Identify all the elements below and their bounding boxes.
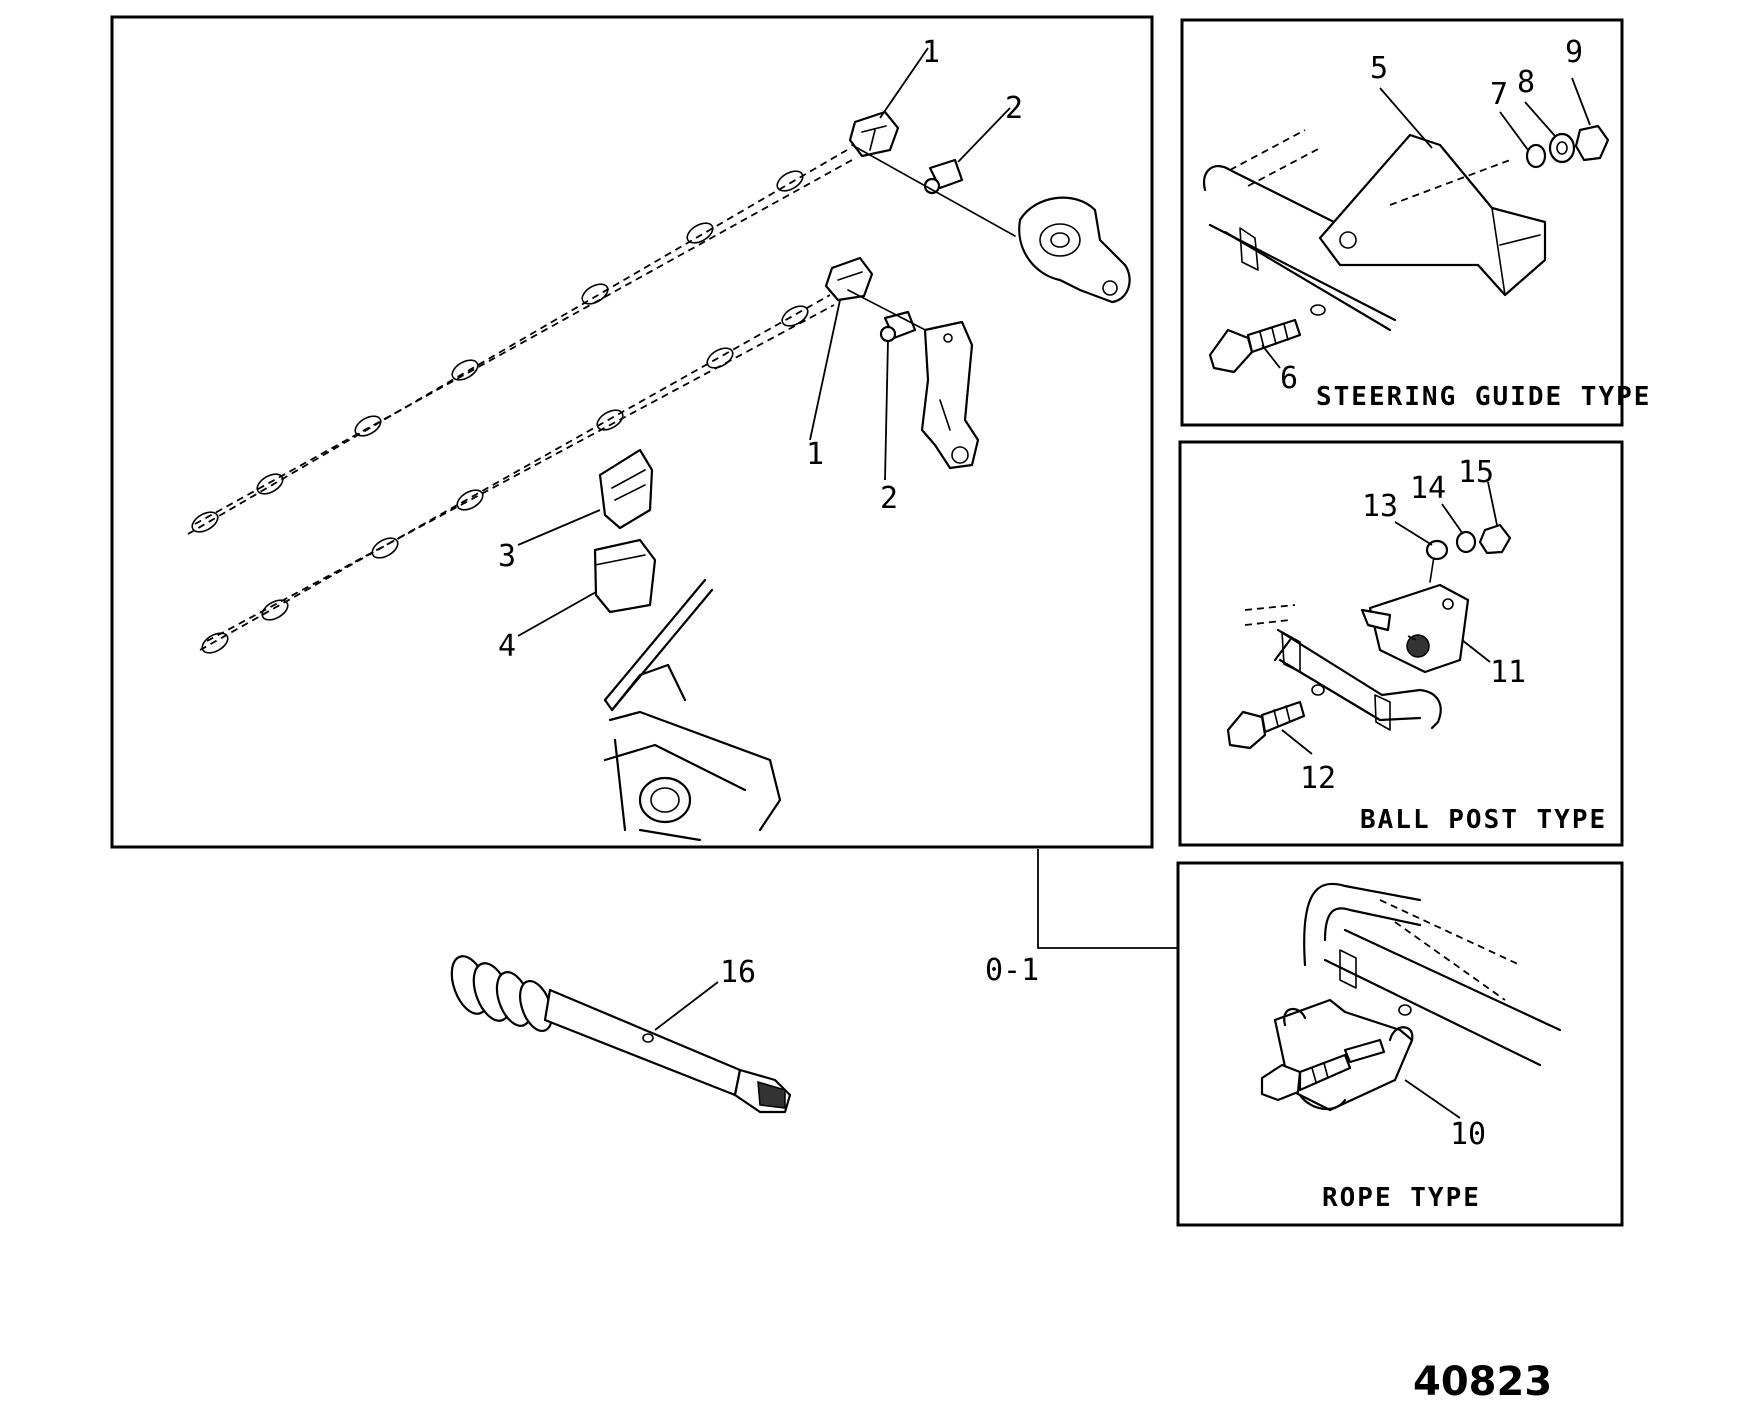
steering-guide-caption: STEERING GUIDE TYPE: [1316, 382, 1651, 412]
bumper-block-part: [593, 538, 657, 614]
shaft-drawing: [450, 955, 792, 1114]
callout-3-retainer: 3: [498, 539, 516, 574]
callout-16-shaft: 16: [720, 955, 756, 990]
rope-caption: ROPE TYPE: [1322, 1183, 1481, 1213]
steering-guide-frame: [1180, 18, 1624, 427]
lower-cable-drawing: [199, 294, 835, 654]
ball-post-panel: 13 14 15 11 12 BALL POST TYPE: [1178, 440, 1624, 847]
control-housing-drawing: [603, 578, 782, 842]
callout-2-upper-latch: 2: [1005, 91, 1023, 126]
shift-lever-part: [920, 320, 980, 470]
steering-guide-drawing: [1202, 124, 1610, 374]
rope-frame: [1176, 861, 1624, 1227]
callout-10-rope-clamp: 10: [1450, 1117, 1486, 1152]
callout-14-washer: 14: [1410, 471, 1446, 506]
callout-13-washer: 13: [1362, 489, 1398, 524]
option-connector: 0-1: [985, 849, 1178, 988]
callout-2-lower-latch: 2: [880, 481, 898, 516]
main-panel-frame: [110, 15, 1154, 849]
drawing-reference-number: 40823: [1413, 1359, 1552, 1405]
lower-cable-clip-part: [824, 256, 874, 302]
callout-8-washer: 8: [1517, 65, 1535, 100]
callout-0-1-option: 0-1: [985, 953, 1039, 988]
upper-cable-clip-part: [848, 110, 900, 158]
main-panel: 1 2 1 2 3 4: [110, 15, 1154, 849]
callout-11-plate: 11: [1490, 655, 1526, 690]
callout-7-washer: 7: [1490, 77, 1508, 112]
ball-post-drawing: [1226, 523, 1512, 750]
retainer-part: [598, 448, 654, 530]
upper-latch-part: [851, 144, 1016, 237]
callout-5-bracket: 5: [1370, 51, 1388, 86]
rope-type-drawing: [1260, 882, 1562, 1112]
rope-panel: 10 ROPE TYPE: [1176, 861, 1624, 1227]
upper-cable-drawing: [187, 149, 853, 535]
ball-post-frame: [1178, 440, 1624, 847]
callout-1-upper-clip: 1: [922, 35, 940, 70]
callout-12-bolt: 12: [1300, 761, 1336, 796]
shaft-part: 16: [450, 955, 792, 1114]
callout-4-bumper: 4: [498, 629, 516, 664]
ball-post-caption: BALL POST TYPE: [1360, 805, 1607, 835]
connector-line: [1037, 849, 1178, 949]
steering-guide-panel: 5 7 8 9 6 STEERING GUIDE TYPE: [1180, 18, 1651, 427]
callout-1-lower-clip: 1: [806, 437, 824, 472]
callout-9-nut: 9: [1565, 35, 1583, 70]
callout-6-bolt: 6: [1280, 361, 1298, 396]
callout-15-nut: 15: [1458, 455, 1494, 490]
lower-latch-part: [847, 289, 936, 343]
throttle-lever-part: [1018, 196, 1131, 304]
